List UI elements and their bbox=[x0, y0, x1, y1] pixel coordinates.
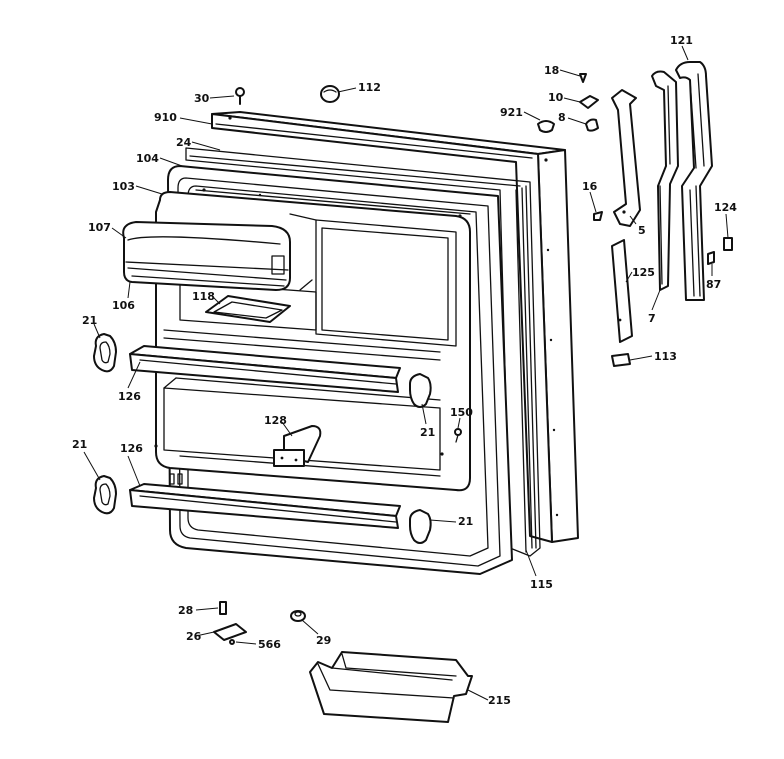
lower-shelf-rail bbox=[129, 483, 401, 529]
outer-door-panel bbox=[211, 111, 579, 543]
callout-30: 30 bbox=[194, 92, 210, 105]
handle-rod-7 bbox=[651, 70, 679, 291]
callout-10: 10 bbox=[548, 91, 564, 104]
shelf-end-cap-left-lower bbox=[93, 475, 117, 515]
callout-125: 125 bbox=[632, 266, 655, 279]
callout-21-left-lower: 21 bbox=[72, 438, 87, 451]
egg-bracket bbox=[273, 425, 322, 467]
callout-16: 16 bbox=[582, 180, 598, 193]
shelf-end-cap-left-upper bbox=[93, 333, 117, 373]
door-gasket bbox=[185, 147, 541, 557]
callout-121: 121 bbox=[670, 34, 693, 47]
callout-113: 113 bbox=[654, 350, 677, 363]
butter-compartment bbox=[205, 295, 291, 323]
shelf-end-cap-right-upper bbox=[409, 373, 432, 408]
callout-24: 24 bbox=[176, 136, 192, 149]
callout-21-right-lower: 21 bbox=[458, 515, 473, 528]
clip-124 bbox=[723, 237, 733, 251]
callout-21-left-upper: 21 bbox=[82, 314, 97, 327]
hinge-5 bbox=[611, 89, 641, 227]
callout-112: 112 bbox=[358, 81, 381, 94]
callout-87: 87 bbox=[706, 278, 721, 291]
callout-910: 910 bbox=[154, 111, 177, 124]
upper-shelf-rail bbox=[129, 345, 401, 393]
shelf-end-cap-right-lower bbox=[409, 509, 432, 544]
bushing-29 bbox=[290, 610, 306, 622]
leader-lines bbox=[83, 45, 729, 701]
callout-29: 29 bbox=[316, 634, 331, 647]
callout-150: 150 bbox=[450, 406, 473, 419]
handle-121 bbox=[675, 61, 713, 301]
screw-16 bbox=[593, 211, 603, 221]
bracket-26 bbox=[213, 623, 247, 645]
callout-118: 118 bbox=[192, 290, 215, 303]
callout-28: 28 bbox=[178, 604, 193, 617]
callout-26: 26 bbox=[186, 630, 202, 643]
lower-compartment bbox=[154, 377, 444, 485]
callout-126-lower: 126 bbox=[120, 442, 143, 455]
callout-124: 124 bbox=[714, 201, 737, 214]
callout-106: 106 bbox=[112, 299, 135, 312]
plug-112 bbox=[320, 85, 340, 103]
callout-115: 115 bbox=[530, 578, 553, 591]
plug-921 bbox=[537, 120, 555, 133]
callout-128: 128 bbox=[264, 414, 287, 427]
callout-566: 566 bbox=[258, 638, 281, 651]
callout-103: 103 bbox=[112, 180, 135, 193]
pin-28 bbox=[219, 601, 227, 615]
bracket-10 bbox=[579, 95, 599, 109]
screw-30 bbox=[235, 87, 245, 105]
callout-921: 921 bbox=[500, 106, 523, 119]
callout-7: 7 bbox=[648, 312, 656, 325]
callout-5: 5 bbox=[638, 224, 646, 237]
cap-113 bbox=[611, 353, 631, 367]
callout-labels: 121 18 30 112 10 910 921 8 24 104 103 16… bbox=[72, 34, 737, 707]
callout-21-right-upper: 21 bbox=[420, 426, 435, 439]
screw-150 bbox=[454, 428, 462, 443]
callout-215: 215 bbox=[488, 694, 511, 707]
callout-104: 104 bbox=[136, 152, 159, 165]
screw-87 bbox=[707, 251, 715, 265]
screw-18 bbox=[579, 73, 587, 83]
callout-107: 107 bbox=[88, 221, 111, 234]
dairy-door-cover bbox=[122, 221, 291, 291]
callout-126-upper: 126 bbox=[118, 390, 141, 403]
callout-8: 8 bbox=[558, 111, 566, 124]
plate-125 bbox=[611, 239, 633, 343]
bushing-8 bbox=[585, 118, 599, 132]
bin-215 bbox=[309, 651, 473, 723]
callout-18: 18 bbox=[544, 64, 559, 77]
